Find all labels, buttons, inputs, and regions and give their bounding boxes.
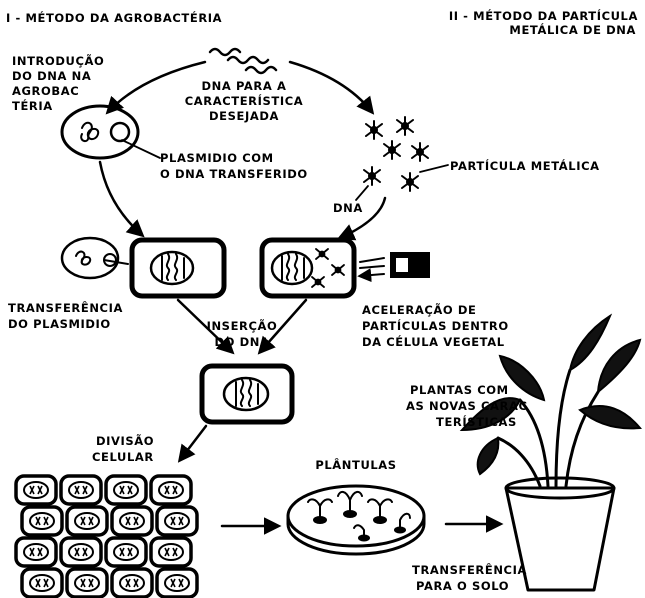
chromosomes [120,486,132,494]
dna-strand-icon [210,49,276,73]
label-insertion-1: INSERÇÃO [207,318,278,333]
chromosomes [81,517,93,525]
title-metal-particle-method-line1: II - MÉTODO DA PARTÍCULA [449,8,638,23]
arrow-bacterium-to-cell [100,162,142,235]
chromosomes [126,517,138,525]
chromosomes [165,486,177,494]
plant-cell-icon [262,240,354,296]
cell-nucleus [120,575,144,591]
label-soil-transfer-1: TRANSFERÊNCIA [412,562,527,577]
label-plants-1: PLANTAS COM [410,383,509,397]
label-introduction-4: TÉRIA [12,98,53,113]
label-plasmid-1: PLASMIDIO COM [160,151,274,165]
label-division-1: DIVISÃO [96,433,154,448]
cell [112,569,152,597]
cell-nucleus [114,482,138,498]
label-plasmid-2: O DNA TRANSFERIDO [160,167,308,181]
chromosomes [126,579,138,587]
cell-nucleus [159,482,183,498]
particle-gun-icon [360,252,430,278]
label-soil-transfer-2: PARA O SOLO [416,579,509,593]
cell-nucleus [69,482,93,498]
label-acceleration-1: ACELERAÇÃO DE [362,302,476,317]
chromosomes [75,548,87,556]
label-plasmid-transfer-2: DO PLASMIDIO [8,317,111,331]
title-agrobacteria-method: I - MÉTODO DA AGROBACTÉRIA [6,10,222,25]
chromosomes [120,548,132,556]
label-insertion-2: DO DNA [215,335,270,349]
petri-dish-icon [288,486,424,554]
potted-plant-icon [462,316,640,590]
label-introduction-3: AGROBAC [12,84,79,98]
chromosomes [171,517,183,525]
label-introduction-1: INTRODUÇÃO [12,53,104,68]
chromosomes [81,579,93,587]
cell [151,476,191,504]
chromosomes [36,517,48,525]
cell-nucleus [75,513,99,529]
cell-nucleus [165,575,189,591]
chromosomes [36,579,48,587]
chromosomes [165,548,177,556]
cell [67,569,107,597]
cell-nucleus [24,544,48,560]
pointer-dna [356,186,368,200]
label-plants-2: AS NOVAS CARAC [406,399,528,413]
cell [16,476,56,504]
cell-nucleus [69,544,93,560]
cell [112,507,152,535]
chromosomes [171,579,183,587]
cell-nucleus [120,513,144,529]
cell [67,507,107,535]
cell-nucleus [24,482,48,498]
plant-cell-icon [62,238,224,296]
cell-nucleus [165,513,189,529]
arrow-cell-to-division [180,426,206,460]
label-introduction-2: DO DNA NA [12,69,91,83]
label-dna-desired-trait-1: DNA PARA A [201,79,286,93]
chromosomes [75,486,87,494]
cell-nucleus [114,544,138,560]
cell-nucleus [30,513,54,529]
label-acceleration-3: DA CÉLULA VEGETAL [362,334,505,349]
cell [61,476,101,504]
label-metal-particle: PARTÍCULA METÁLICA [450,158,600,173]
dividing-cells-icon [16,476,197,597]
cell [22,507,62,535]
label-dna: DNA [333,201,363,215]
cell [106,476,146,504]
cell [61,538,101,566]
plant-cell-icon [202,366,292,422]
chromosomes [30,548,42,556]
bacterium-icon [62,106,138,158]
label-dna-desired-trait-2: CARACTERÍSTICA [185,93,304,108]
cell-nucleus [75,575,99,591]
cell [151,538,191,566]
label-division-2: CELULAR [92,450,154,464]
pointer-metal-particle [420,165,448,172]
cell-nucleus [30,575,54,591]
cell [157,507,197,535]
label-seedlings: PLÂNTULAS [315,457,396,472]
cell [22,569,62,597]
label-acceleration-2: PARTÍCULAS DENTRO [362,318,509,333]
cell [106,538,146,566]
label-dna-desired-trait-3: DESEJADA [209,109,279,123]
title-metal-particle-method-line2: METÁLICA DE DNA [509,22,636,37]
label-plasmid-transfer-1: TRANSFERÊNCIA [8,300,123,315]
cell [157,569,197,597]
chromosomes [30,486,42,494]
cell [16,538,56,566]
metal-particle-icon [364,117,428,191]
label-plants-3: TERÍSTICAS [436,414,517,429]
cell-nucleus [159,544,183,560]
